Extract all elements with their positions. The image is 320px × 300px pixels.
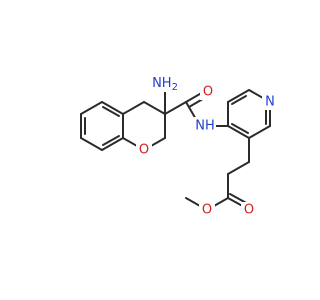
atom-pyridine-n: N xyxy=(262,94,278,110)
bond xyxy=(80,137,103,151)
bond xyxy=(248,125,271,139)
chroman-o-label: O xyxy=(139,143,149,158)
amino-n-label: NH2 xyxy=(152,76,178,93)
bond xyxy=(143,101,166,115)
ester-carbonyl-o-label: O xyxy=(244,203,254,218)
bond xyxy=(164,101,187,115)
atom-amino-n: NH2 xyxy=(148,74,182,93)
bond xyxy=(102,106,120,117)
amide-nh-label: NH xyxy=(195,119,215,134)
bond xyxy=(227,89,250,103)
bond xyxy=(231,123,249,134)
bond xyxy=(122,101,145,115)
atom-amide-nh: NH xyxy=(194,117,216,135)
bond xyxy=(227,161,250,175)
molecule-diagram: NH2 O NH N O O O xyxy=(80,74,278,218)
bond xyxy=(227,125,250,139)
atom-ester-o: O xyxy=(199,202,215,218)
bond xyxy=(231,95,247,105)
ester-o-label: O xyxy=(202,203,212,218)
carbonyl-o-label: O xyxy=(203,85,213,100)
atom-chroman-o: O xyxy=(136,142,152,158)
bond xyxy=(101,137,124,151)
atom-ester-carbonyl-o: O xyxy=(241,202,257,218)
atom-label-layer: NH2 O NH N O O O xyxy=(136,74,278,218)
bond xyxy=(80,101,103,115)
bond xyxy=(101,101,124,115)
atom-carbonyl-o: O xyxy=(200,84,216,100)
bond xyxy=(102,135,120,146)
pyridine-n-label: N xyxy=(265,95,275,110)
bond-layer xyxy=(80,89,271,211)
